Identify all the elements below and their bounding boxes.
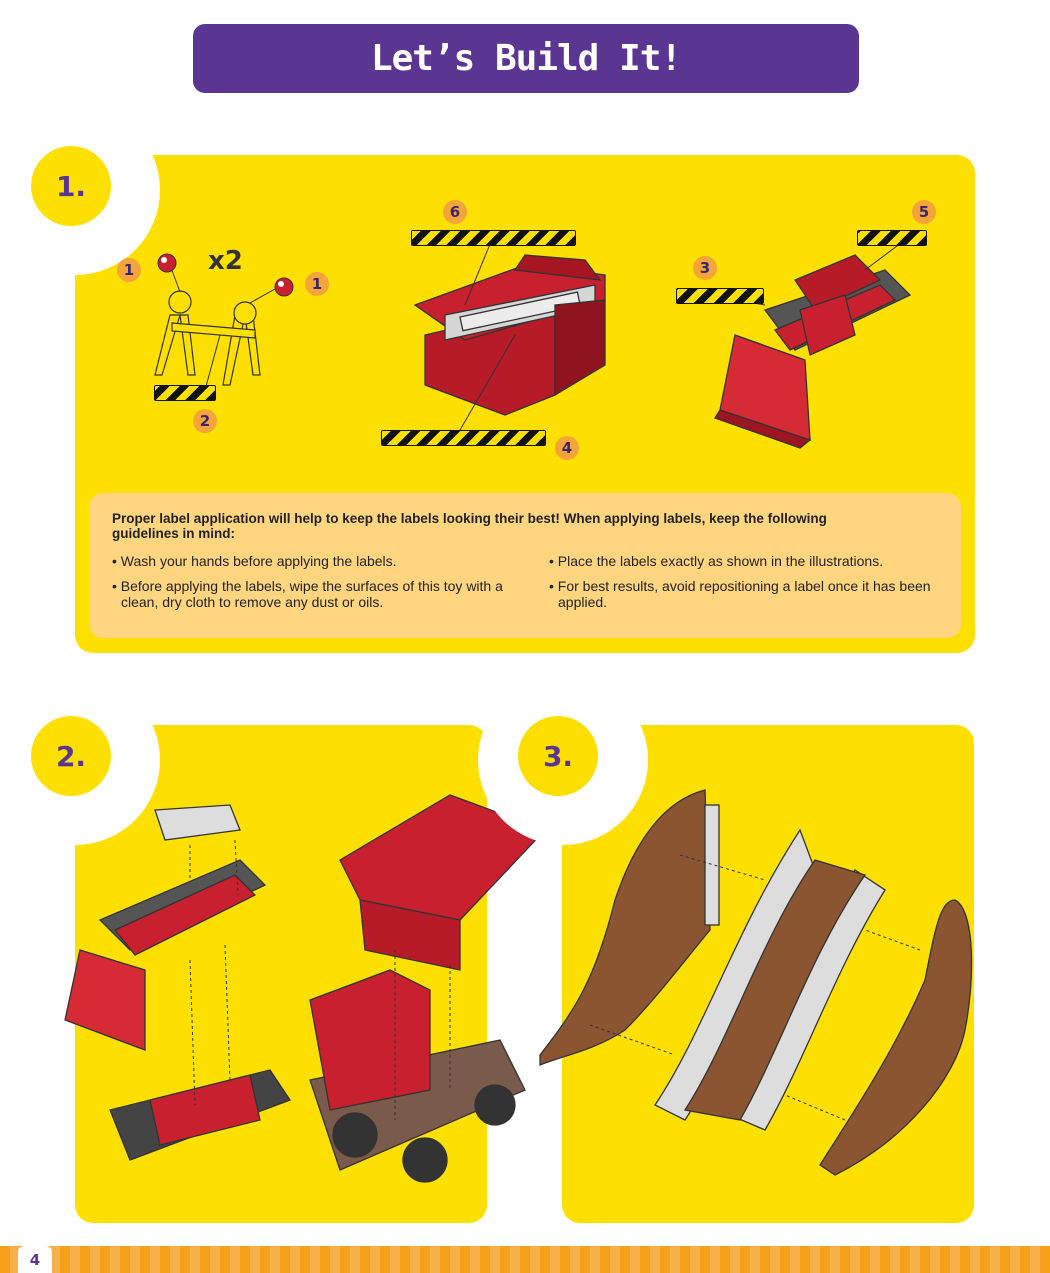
hazard-label [154,385,216,401]
label-callout: 5 [912,200,936,224]
bulldozer-illustration [704,239,912,449]
dump-truck-assembly-illustration [309,794,547,1183]
tip-item: Wash your hands before applying the labe… [109,553,519,569]
hazard-label [411,230,576,246]
hazard-label [381,430,546,446]
label-callout: 3 [693,256,717,280]
label-callout: 2 [193,409,217,433]
step-2-number: 2. [31,716,111,796]
hazard-label [676,288,764,304]
label-callout: 4 [555,436,579,460]
tip-item: For best results, avoid repositioning a … [546,578,946,610]
tip-item: Place the labels exactly as shown in the… [546,553,946,569]
crusher-illustration [413,231,606,431]
page-number: 4 [18,1246,52,1273]
quarry-ramp-illustration [539,789,973,1176]
tips-heading: Proper label application will help to ke… [112,511,827,541]
step-1-number: 1. [31,146,111,226]
page-title: Let’s Build It! [370,38,682,79]
label-callout: 1 [117,258,141,282]
title-banner: Let’s Build It! [193,24,859,93]
barricade-illustration [154,253,294,391]
step-3-number: 3. [518,716,598,796]
footer-bar [0,1246,1050,1273]
label-callout: 6 [443,200,467,224]
label-callout: 1 [305,272,329,296]
bulldozer-assembly-illustration [64,804,291,1161]
label-tips-box: Proper label application will help to ke… [89,493,961,638]
tip-item: Before applying the labels, wipe the sur… [109,578,519,610]
quantity-multiplier: x2 [208,246,243,276]
hazard-label [857,230,927,246]
